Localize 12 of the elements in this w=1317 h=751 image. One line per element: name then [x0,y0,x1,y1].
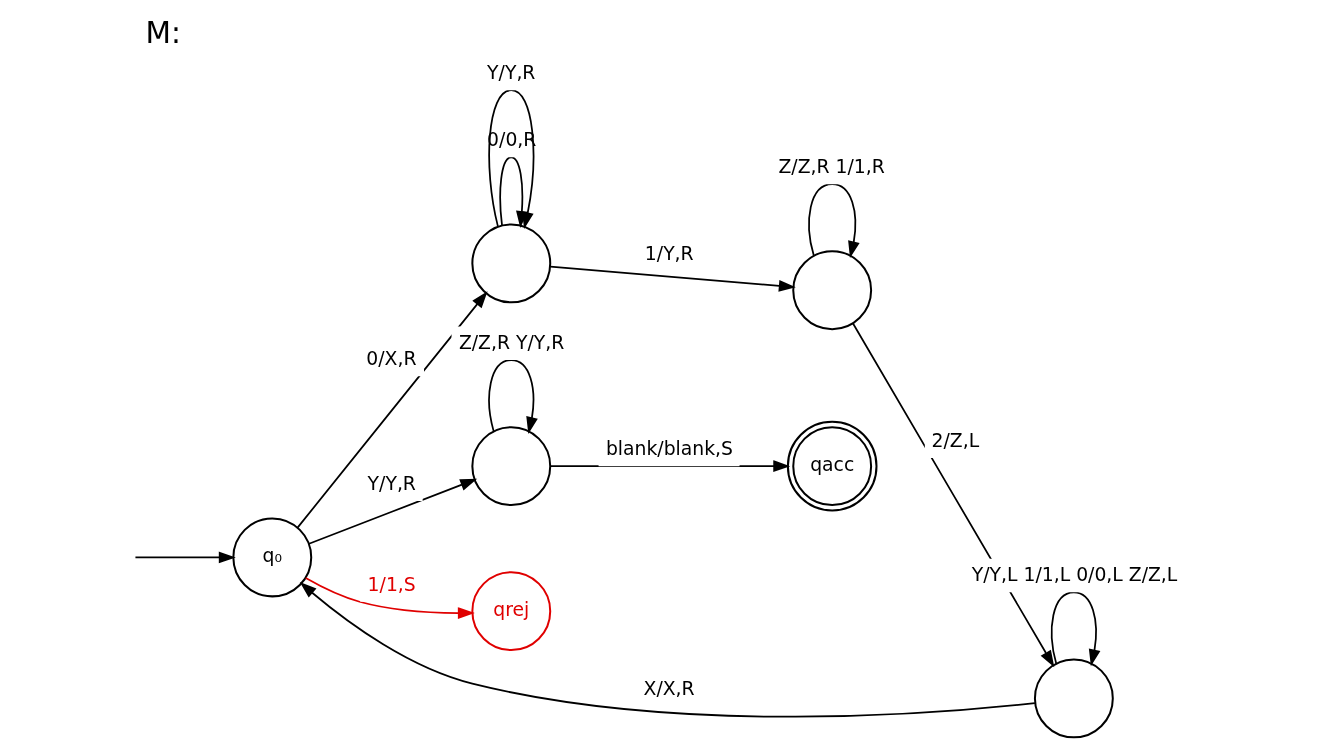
edge-label: 0/X,R [366,348,417,370]
edge-label: Y/Y,L 1/1,L 0/0,L Z/Z,L [971,564,1178,586]
edge-label: X/X,R [643,678,695,700]
edge-label: 1/1,S [367,573,416,595]
diagram-title: M: [145,15,181,50]
edge-label: Z/Z,R Y/Y,R [458,331,565,353]
edge-label: Y/Y,R [487,62,536,84]
edge-label: 1/Y,R [644,243,694,265]
edge-label: Y/Y,R [367,472,416,494]
edge-label: blank/blank,S [605,437,734,459]
edge-label: 2/Z,L [931,429,980,451]
edge-label: Z/Z,R 1/1,R [778,156,885,178]
